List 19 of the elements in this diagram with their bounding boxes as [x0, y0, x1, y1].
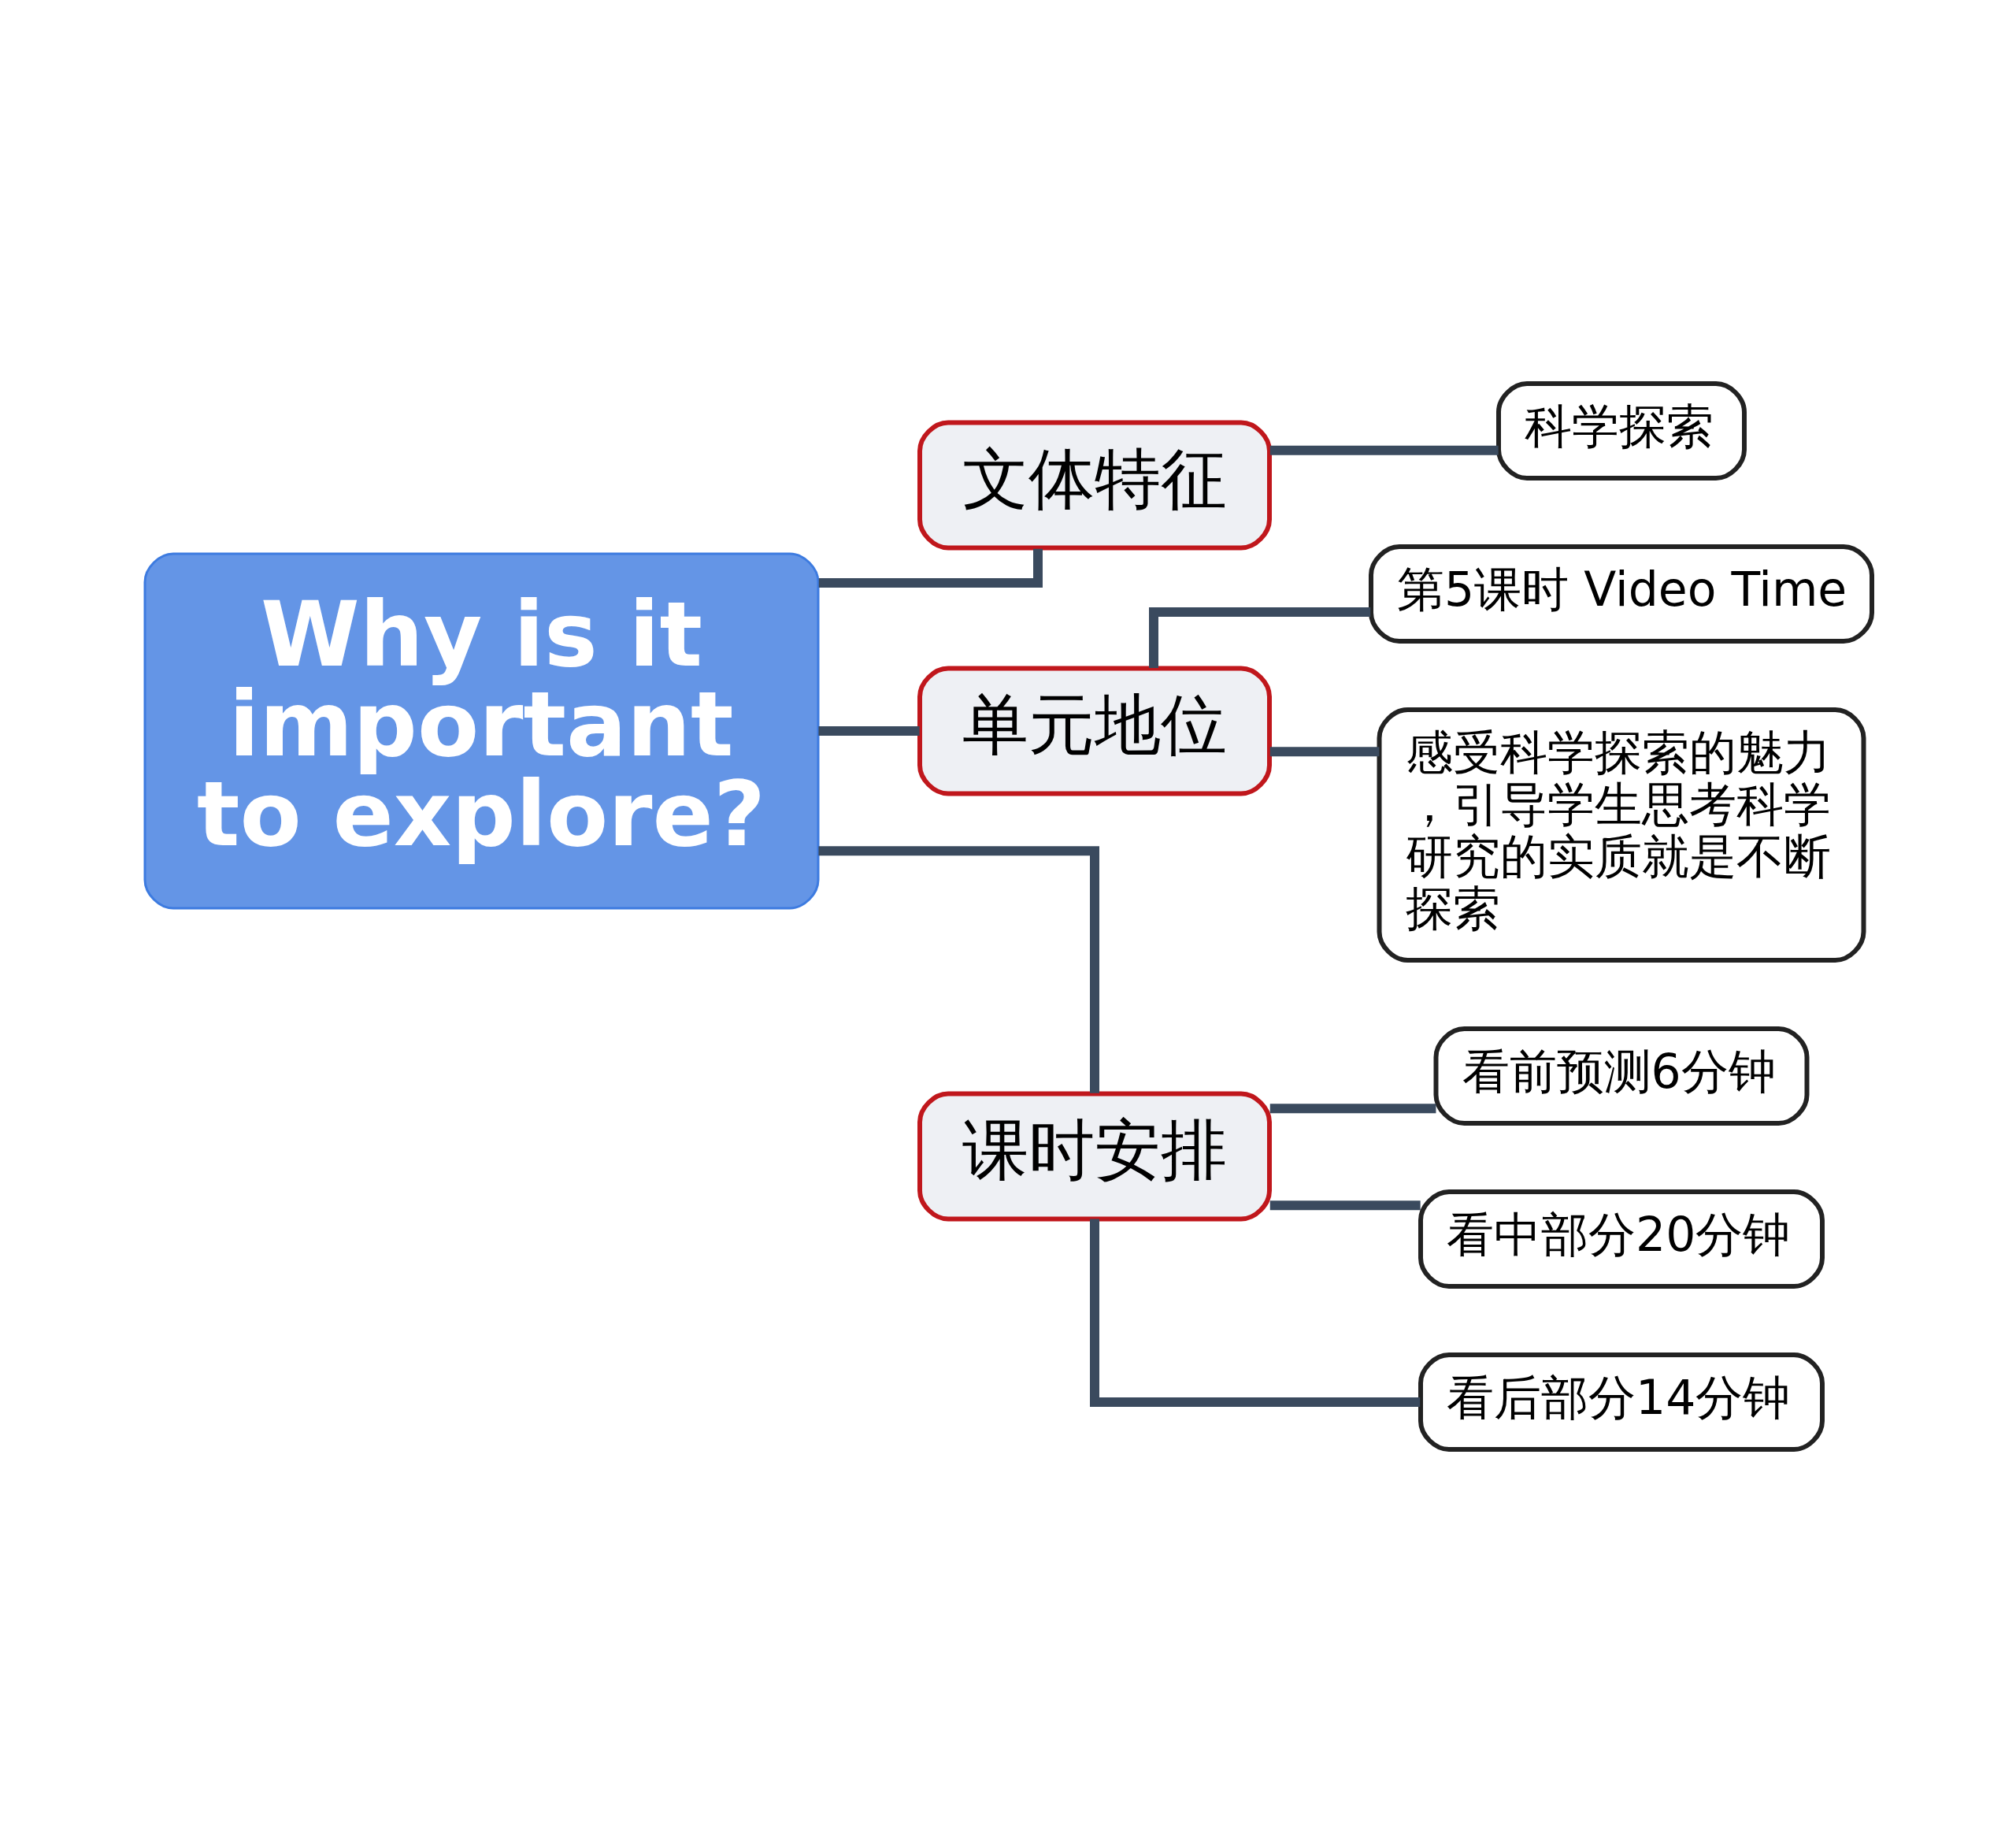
connector	[1269, 1104, 1436, 1114]
connector	[818, 548, 1043, 588]
node-box: 第5课时 Video Time	[1368, 544, 1874, 644]
connector	[818, 726, 920, 736]
node-box: 科学探索	[1495, 381, 1747, 481]
node-box: 感受科学探索的魅力，引导学生思考科学研究的实质就是不断探索	[1377, 707, 1866, 963]
node-box: 单元地位	[917, 666, 1272, 796]
node-box: 看中部分20分钟	[1418, 1189, 1825, 1289]
connector	[818, 846, 1099, 1093]
connector	[1089, 1219, 1420, 1407]
connector	[1269, 445, 1499, 455]
node-box: 看前预测6分钟	[1433, 1026, 1809, 1126]
node-box: Why is it important to explore?	[143, 552, 819, 910]
node-box: 看后部分14分钟	[1418, 1352, 1825, 1452]
connector	[1148, 607, 1370, 669]
connector	[1269, 1200, 1421, 1211]
node-box: 文体特征	[917, 420, 1272, 551]
node-box: 课时安排	[917, 1091, 1272, 1222]
connector	[1269, 747, 1379, 757]
